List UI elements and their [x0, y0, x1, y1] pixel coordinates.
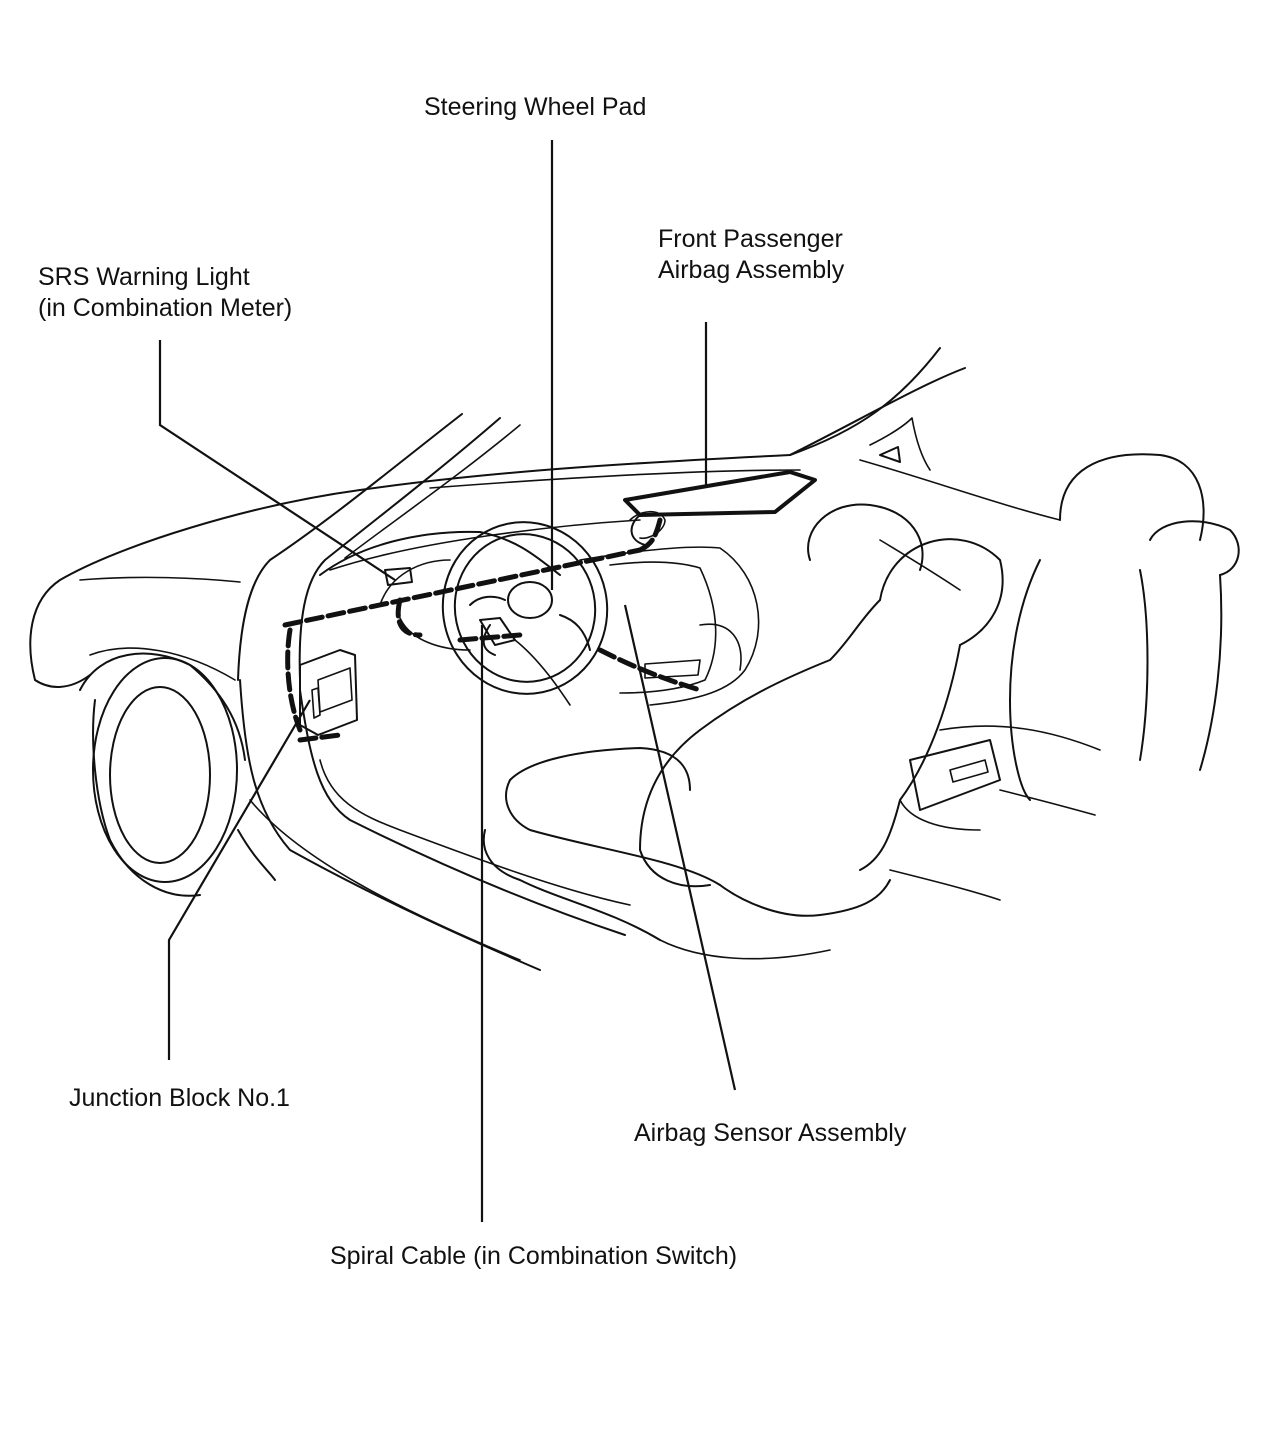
dashboard [319, 510, 760, 706]
front-seat [482, 503, 1004, 960]
front-passenger-airbag-label-line1: Front Passenger [658, 225, 843, 253]
steering-wheel-pad-label: Steering Wheel Pad [424, 93, 647, 121]
airbag-sensor-label: Airbag Sensor Assembly [634, 1119, 907, 1147]
junction-block-label: Junction Block No.1 [69, 1084, 290, 1112]
srs-wiring-harness [282, 517, 703, 743]
leader-srs-warning-light [158, 340, 396, 581]
junction-block [299, 649, 358, 736]
leader-junction-block [167, 699, 311, 1060]
front-passenger-airbag-label-line2: Airbag Assembly [658, 256, 845, 284]
steering-wheel [441, 521, 609, 706]
srs-warning-light-label-line1: SRS Warning Light [38, 263, 250, 291]
leader-airbag-sensor [623, 604, 737, 1091]
rear-seat [899, 453, 1240, 831]
front-wheel [79, 652, 246, 897]
leader-lines [158, 140, 737, 1222]
srs-warning-light-label-line2: (in Combination Meter) [38, 294, 293, 322]
car-body [29, 347, 1061, 971]
spiral-cable-label: Spiral Cable (in Combination Switch) [330, 1242, 738, 1270]
passenger-airbag-module [623, 470, 817, 546]
